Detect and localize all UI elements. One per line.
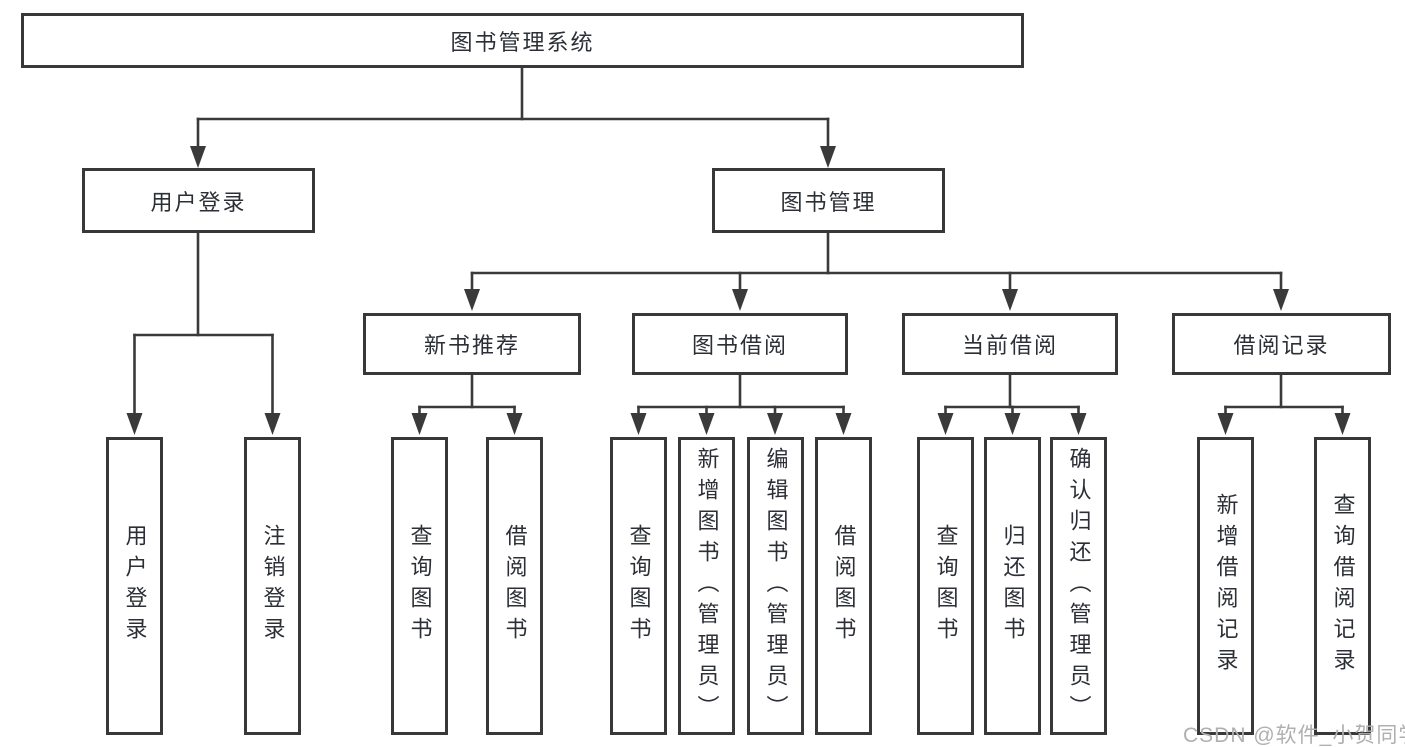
connector-bookmgmt-to-level3 [464, 231, 1289, 311]
node-label: 查询图书 [933, 524, 959, 648]
node-label: 查询图书 [626, 524, 652, 648]
connector-current-to-leaves [937, 373, 1087, 435]
node-new-book-recommend: 新书推荐 [363, 313, 581, 375]
node-book-management: 图书管理 [712, 168, 945, 233]
leaf-query-borrow-record: 查询借阅记录 [1314, 437, 1371, 735]
node-borrow-records: 借阅记录 [1172, 313, 1391, 375]
node-user-login: 用户登录 [82, 168, 315, 233]
node-current-borrow: 当前借阅 [902, 313, 1118, 375]
leaf-edit-book-admin: 编辑图书（管理员） [747, 437, 804, 735]
node-label: 确认归还（管理员） [1066, 446, 1092, 726]
leaf-user-login: 用户登录 [106, 437, 163, 735]
leaf-query-books-borrow: 查询图书 [610, 437, 667, 735]
node-label: 编辑图书（管理员） [763, 446, 789, 726]
leaf-add-book-admin: 新增图书（管理员） [678, 437, 735, 735]
leaf-query-books-recommend: 查询图书 [391, 437, 448, 735]
node-label: 查询图书 [407, 524, 433, 648]
node-library-system: 图书管理系统 [21, 13, 1024, 68]
node-label: 用户登录 [122, 524, 148, 648]
leaf-query-books-current: 查询图书 [917, 437, 974, 735]
csdn-watermark: CSDN @软件_小贺同学 [1183, 724, 1405, 747]
leaf-return-books: 归还图书 [984, 437, 1041, 735]
leaf-confirm-return-admin: 确认归还（管理员） [1050, 437, 1107, 735]
node-label: 当前借阅 [961, 333, 1058, 358]
node-label: 新增图书（管理员） [694, 446, 720, 726]
node-label: 归还图书 [1000, 524, 1026, 648]
connector-records-to-leaves [1217, 373, 1351, 435]
connector-userlogin-to-leaves [126, 231, 281, 435]
connector-borrow-to-leaves [630, 373, 852, 435]
node-label: 用户登录 [150, 189, 247, 215]
node-label: 借阅图书 [831, 524, 857, 648]
node-label: 借阅图书 [502, 524, 528, 648]
node-book-borrow: 图书借阅 [632, 313, 848, 375]
node-label: 新增借阅记录 [1213, 493, 1239, 679]
leaf-logout: 注销登录 [244, 437, 301, 735]
node-label: 借阅记录 [1233, 333, 1330, 358]
leaf-borrow-books-recommend: 借阅图书 [486, 437, 543, 735]
connector-newbook-to-leaves [411, 373, 523, 435]
node-label: 查询借阅记录 [1330, 493, 1356, 679]
leaf-borrow-books: 借阅图书 [815, 437, 872, 735]
node-label: 图书管理 [780, 189, 877, 215]
node-label: 图书管理系统 [450, 29, 595, 55]
node-label: 新书推荐 [423, 333, 520, 358]
node-label: 图书借阅 [691, 333, 788, 358]
connector-root-to-level2 [190, 66, 836, 168]
leaf-add-borrow-record: 新增借阅记录 [1197, 437, 1254, 735]
node-label: 注销登录 [260, 524, 286, 648]
